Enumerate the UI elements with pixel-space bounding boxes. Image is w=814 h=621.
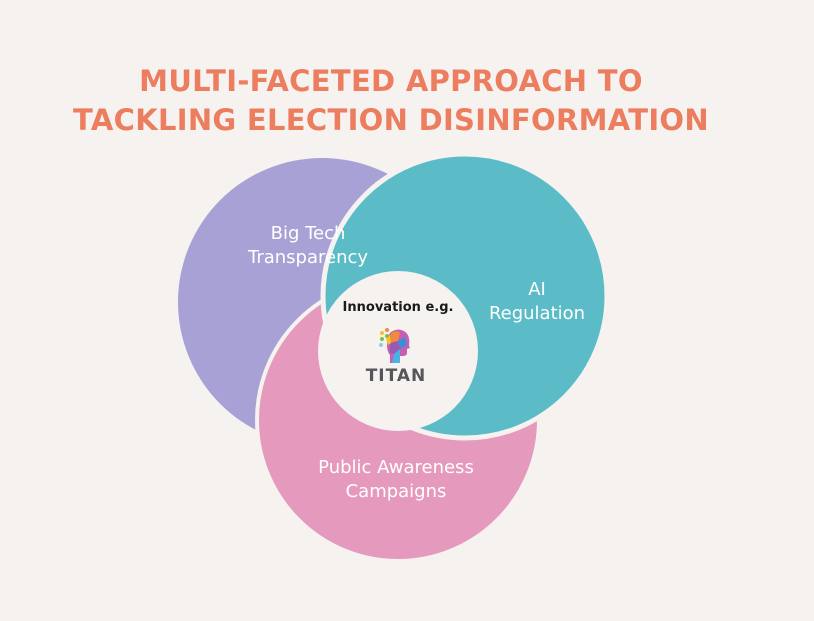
titan-logo-text: TITAN (365, 366, 427, 386)
label-big-tech-line2: Transparency (247, 247, 369, 268)
head-profile-icon (379, 328, 410, 363)
center-label: Innovation e.g. (342, 300, 454, 315)
label-public-awareness: Public Awareness Campaigns (296, 456, 496, 504)
title-line-1: MULTI-FACETED APPROACH TO (139, 64, 643, 98)
label-ai-regulation-line1: AI (528, 279, 546, 300)
title-line-2: TACKLING ELECTION DISINFORMATION (73, 103, 709, 137)
label-public-awareness-line2: Campaigns (345, 481, 447, 502)
label-ai-regulation: AI Regulation (472, 278, 602, 326)
label-ai-regulation-line2: Regulation (488, 303, 586, 324)
label-public-awareness-line1: Public Awareness (318, 457, 474, 478)
label-big-tech: Big Tech Transparency (225, 222, 391, 270)
page-title: MULTI-FACETED APPROACH TO TACKLING ELECT… (0, 62, 782, 140)
label-big-tech-line1: Big Tech (270, 223, 346, 244)
